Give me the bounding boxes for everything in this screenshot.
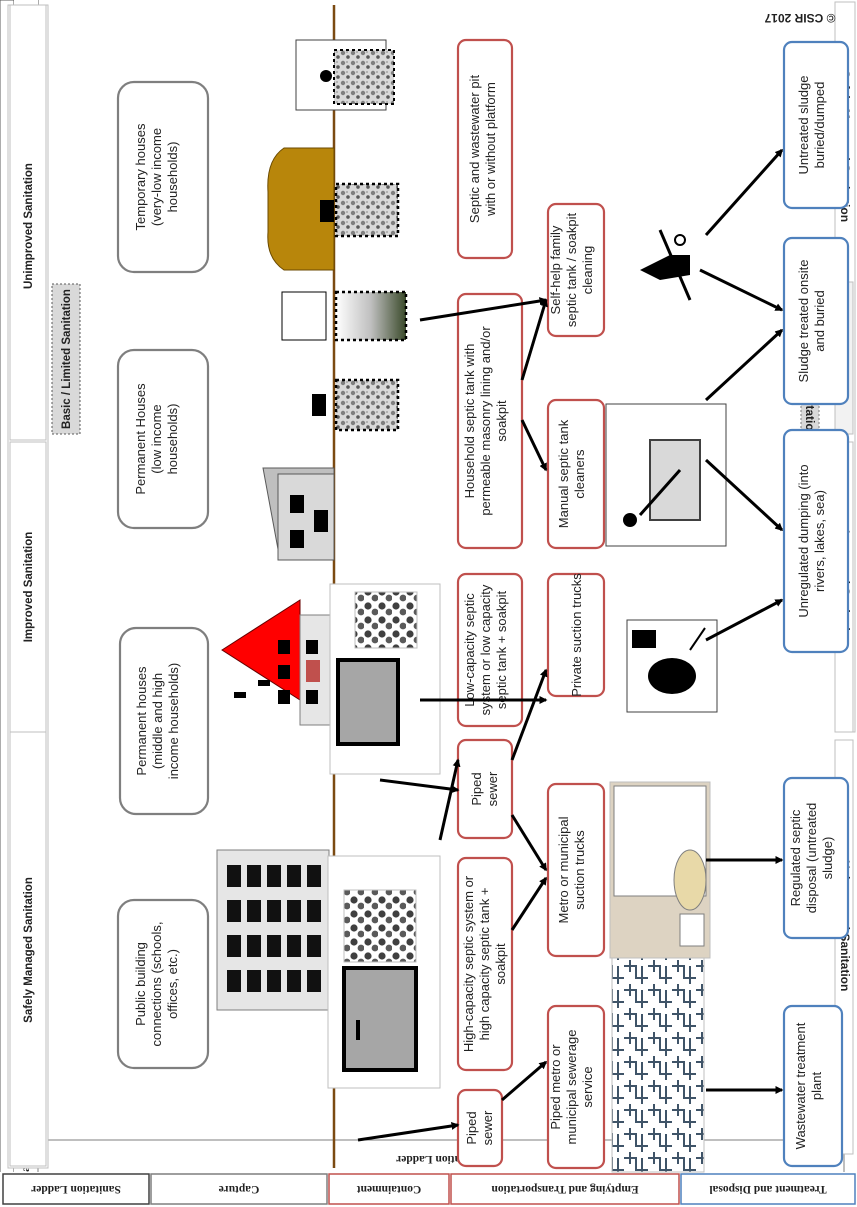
containment-high-capacity: High-capacity septic system or high capa… <box>456 856 514 1072</box>
emptying-metro-trucks: Metro or municipal suction trucks <box>546 782 606 958</box>
svg-text:Untreated sludge: Untreated sludge <box>796 75 811 174</box>
soakpit-icon <box>281 290 408 432</box>
svg-text:Manual septic tank: Manual septic tank <box>556 419 571 528</box>
suction-truck-icon <box>626 619 718 713</box>
containment-pit: Septic and wastewater pit with or withou… <box>456 38 514 260</box>
svg-text:disposal (untreated: disposal (untreated <box>804 803 819 914</box>
svg-text:suction trucks: suction trucks <box>572 830 587 910</box>
svg-text:soakpit: soakpit <box>493 943 508 985</box>
svg-text:buried/dumped: buried/dumped <box>812 82 827 169</box>
svg-text:sludge): sludge) <box>820 837 835 880</box>
emptying-manual: Manual septic tank cleaners <box>546 398 606 550</box>
low-income-house-icon <box>262 467 335 561</box>
svg-text:Metro or municipal: Metro or municipal <box>556 816 571 923</box>
svg-text:Wastewater treatment: Wastewater treatment <box>793 1022 808 1149</box>
emptying-private-trucks: Private suction trucks <box>546 573 606 698</box>
treatment-regulated: Regulated septic disposal (untreated slu… <box>782 776 850 940</box>
svg-text:High-capacity septic system or: High-capacity septic system or <box>461 875 476 1052</box>
svg-text:sewer: sewer <box>485 771 500 806</box>
svg-text:permeable masonry lining and/o: permeable masonry lining and/or <box>478 326 493 516</box>
svg-text:and buried: and buried <box>812 290 827 351</box>
flow-arrows <box>357 148 784 1142</box>
lane-ladder: Sanitation Ladder <box>31 1183 121 1195</box>
municipal-truck-icon <box>609 781 711 959</box>
svg-text:Septic and wastewater pit: Septic and wastewater pit <box>467 75 482 224</box>
pit-latrine-icon <box>295 39 400 238</box>
wheelbarrow-icon <box>640 229 692 301</box>
svg-text:high capacity septic tank +: high capacity septic tank + <box>477 888 492 1041</box>
svg-text:(low income: (low income <box>149 404 164 473</box>
capture-temporary: Temporary houses (very-low income househ… <box>116 80 210 274</box>
svg-text:system or low capacity: system or low capacity <box>478 584 493 715</box>
treatment-unregulated: Unregulated dumping (into rivers, lakes,… <box>782 428 850 654</box>
emptying-piped-metro: Piped metro or municipal sewerage servic… <box>546 1004 606 1170</box>
svg-text:Household septic tank with: Household septic tank with <box>462 344 477 499</box>
svg-text:Piped: Piped <box>469 772 484 805</box>
svg-text:Self-help family: Self-help family <box>548 225 563 314</box>
svg-text:with or without platform: with or without platform <box>483 82 498 217</box>
emptying-self-help: Self-help family septic tank / soakpit c… <box>546 202 606 338</box>
sewer-network-icon <box>611 957 705 1173</box>
svg-text:municipal sewerage: municipal sewerage <box>564 1030 579 1145</box>
septic-tank-icon-2 <box>329 583 441 775</box>
svg-text:(middle and high: (middle and high <box>150 673 165 769</box>
svg-text:Piped: Piped <box>464 1111 479 1144</box>
svg-text:rivers, lakes, sea): rivers, lakes, sea) <box>812 490 827 592</box>
containment-piped-sewer-2: Piped sewer <box>456 738 514 840</box>
svg-text:connections (schools,: connections (schools, <box>149 921 164 1046</box>
ladder-basic-text: Basic / Limited Sanitation <box>61 289 73 429</box>
svg-text:Sludge treated onsite: Sludge treated onsite <box>796 260 811 383</box>
svg-text:sewer: sewer <box>480 1110 495 1145</box>
septic-tank-icon <box>327 855 441 1089</box>
copyright: © CSIR 2017 <box>764 11 835 25</box>
capture-permanent-mid: Permanent houses (middle and high income… <box>118 626 210 816</box>
containment-piped-sewer-1: Piped sewer <box>456 1088 504 1168</box>
shack-icon <box>267 147 335 271</box>
ladder-safely-text: Safely Managed Sanitation <box>23 877 35 1023</box>
svg-text:Private suction trucks: Private suction trucks <box>569 573 584 697</box>
lane-strip: Sanitation Ladder Capture Containment Em… <box>0 1172 857 1207</box>
treatment-onsite: Sludge treated onsite and buried <box>782 236 850 406</box>
svg-text:Temporary houses: Temporary houses <box>133 123 148 230</box>
svg-text:septic tank / soakpit: septic tank / soakpit <box>564 213 579 328</box>
svg-text:soakpit: soakpit <box>494 400 509 442</box>
treatment-wwtp: Wastewater treatment plant <box>782 1004 844 1168</box>
containment-low-capacity: Low-capacity septic system or low capaci… <box>456 572 524 728</box>
house-icon <box>221 599 333 726</box>
office-building-icon <box>216 849 330 1011</box>
capture-public: Public building connections (schools, of… <box>116 898 210 1070</box>
svg-text:households): households) <box>165 142 180 213</box>
svg-text:Permanent houses: Permanent houses <box>134 666 149 776</box>
svg-text:septic tank + soakpit: septic tank + soakpit <box>494 591 509 710</box>
lane-emptying: Emptying and Transportation <box>491 1183 639 1195</box>
ladder-improved-text: Improved Sanitation <box>23 532 35 643</box>
svg-text:Low-capacity septic: Low-capacity septic <box>462 593 477 707</box>
svg-text:plant: plant <box>809 1072 824 1101</box>
svg-text:Piped metro or: Piped metro or <box>548 1044 563 1130</box>
svg-text:Unregulated dumping (into: Unregulated dumping (into <box>796 464 811 617</box>
lane-treatment: Treatment and Disposal <box>709 1183 826 1195</box>
svg-text:service: service <box>580 1066 595 1107</box>
svg-text:cleaners: cleaners <box>572 449 587 499</box>
svg-text:Permanent Houses: Permanent Houses <box>133 383 148 495</box>
ladder-unimproved-text: Unimproved Sanitation <box>23 163 35 289</box>
svg-text:offices, etc.): offices, etc.) <box>165 949 180 1019</box>
containment-household: Household septic tank with permeable mas… <box>456 292 524 550</box>
svg-text:income households): income households) <box>166 663 181 779</box>
svg-text:(very-low income: (very-low income <box>149 128 164 226</box>
capture-permanent-low: Permanent Houses (low income households) <box>116 348 210 530</box>
lane-capture: Capture <box>219 1183 260 1195</box>
sanitation-ladder-column: Safely Managed Sanitation Improved Sanit… <box>7 4 81 1169</box>
treatment-buried: Untreated sludge buried/dumped <box>782 40 850 210</box>
svg-text:cleaning: cleaning <box>580 246 595 294</box>
svg-text:Public building: Public building <box>133 942 148 1026</box>
lane-containment: Containment <box>357 1183 422 1195</box>
svg-text:households): households) <box>165 404 180 475</box>
manual-cleaner-icon <box>605 403 727 547</box>
svg-text:Regulated septic: Regulated septic <box>788 809 803 906</box>
